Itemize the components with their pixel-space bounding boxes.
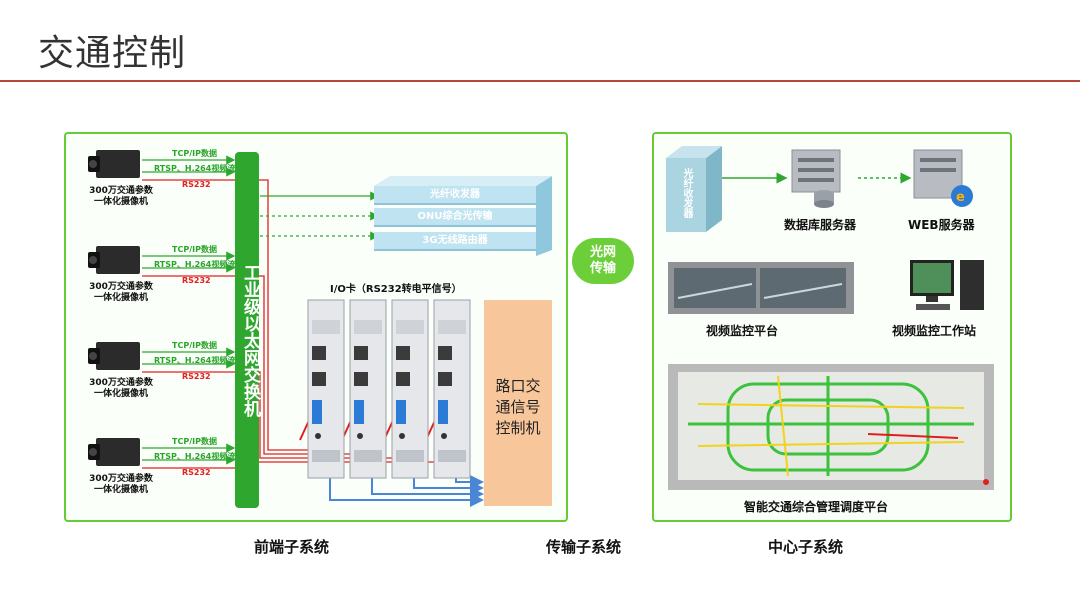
center-subsystem-label: 中心子系统	[768, 538, 844, 556]
stack-onu: ONU综合光传输	[374, 208, 536, 227]
io-card-icon	[307, 299, 345, 479]
camera-name-line1: 300万交通参数	[89, 282, 153, 292]
video-platform-label: 视频监控平台	[706, 324, 779, 338]
io-card-icon	[391, 299, 429, 479]
camera-2-rs232-label: RS232	[182, 276, 211, 285]
camera-1-tcp-label: TCP/IP数据	[172, 149, 217, 158]
camera-4-rs232-label: RS232	[182, 468, 211, 477]
camera-1-rtsp-label: RTSP、H.264视频流	[154, 164, 236, 173]
stack-3g-router: 3G无线路由器	[374, 232, 536, 251]
signal-controller-line3: 控制机	[495, 419, 541, 437]
camera-3-tcp-label: TCP/IP数据	[172, 341, 217, 350]
camera-4-name: 300万交通参数 一体化摄像机	[76, 474, 166, 496]
ethernet-switch-label: 工业级以太网交换机	[240, 264, 260, 417]
video-workstation-label: 视频监控工作站	[892, 324, 977, 338]
camera-3-rs232-label: RS232	[182, 372, 211, 381]
camera-4-rtsp-label: RTSP、H.264视频流	[154, 452, 236, 461]
camera-2-rtsp-label: RTSP、H.264视频流	[154, 260, 236, 269]
page-title: 交通控制	[38, 33, 187, 74]
camera-name-line2: 一体化摄像机	[93, 197, 148, 207]
cloud-line1: 光网	[589, 245, 616, 260]
camera-name-line2: 一体化摄像机	[93, 485, 148, 495]
traffic-platform-label: 智能交通综合管理调度平台	[744, 500, 889, 514]
camera-icon	[88, 246, 140, 274]
title-divider	[0, 80, 1080, 82]
camera-4-tcp-label: TCP/IP数据	[172, 437, 217, 446]
traffic-map-icon	[668, 364, 994, 490]
center-fiber-transceiver: 光纤收发器	[666, 158, 706, 232]
database-server-icon	[791, 149, 841, 208]
signal-controller-line2: 通信号	[495, 398, 541, 416]
camera-name-line1: 300万交通参数	[89, 378, 153, 388]
camera-3-name: 300万交通参数 一体化摄像机	[76, 378, 166, 400]
svg-text:e: e	[956, 190, 965, 205]
camera-name-line1: 300万交通参数	[89, 186, 153, 196]
front-subsystem-label: 前端子系统	[254, 538, 330, 556]
transport-subsystem-label: 传输子系统	[546, 538, 622, 556]
camera-name-line1: 300万交通参数	[89, 474, 153, 484]
camera-3-rtsp-label: RTSP、H.264视频流	[154, 356, 236, 365]
signal-controller: 路口交 通信号 控制机	[484, 300, 552, 506]
camera-icon	[88, 438, 140, 466]
camera-name-line2: 一体化摄像机	[93, 389, 148, 399]
io-card-group	[307, 299, 471, 479]
camera-1-rs232-label: RS232	[182, 180, 211, 189]
cloud-line2: 传输	[589, 261, 616, 276]
camera-2-tcp-label: TCP/IP数据	[172, 245, 217, 254]
stack-top-shade	[374, 176, 552, 186]
web-server-label: WEB服务器	[908, 218, 975, 232]
camera-icon-group	[88, 150, 140, 466]
database-server-label: 数据库服务器	[784, 218, 857, 232]
workstation-icon	[910, 260, 984, 310]
stack-side-shade	[536, 176, 552, 256]
io-card-icon	[349, 299, 387, 479]
ethernet-switch: 工业级以太网交换机	[235, 152, 260, 508]
camera-icon	[88, 150, 140, 178]
camera-1-name: 300万交通参数 一体化摄像机	[76, 186, 166, 208]
fiber-box-side	[706, 146, 722, 232]
center-fiber-transceiver-label: 光纤收发器	[681, 168, 692, 218]
io-card-icon	[433, 299, 471, 479]
camera-icon	[88, 342, 140, 370]
camera-2-name: 300万交通参数 一体化摄像机	[76, 282, 166, 304]
signal-controller-line1: 路口交	[495, 377, 541, 395]
stack-fiber-transceiver: 光纤收发器	[374, 186, 536, 205]
io-card-label: I/O卡（RS232转电平信号）	[330, 284, 462, 295]
web-server-icon: e	[913, 149, 973, 207]
optical-network-cloud: 光网 传输	[572, 238, 634, 284]
fiber-box-top	[666, 146, 722, 158]
video-platform-icon	[668, 262, 854, 314]
camera-name-line2: 一体化摄像机	[93, 293, 148, 303]
